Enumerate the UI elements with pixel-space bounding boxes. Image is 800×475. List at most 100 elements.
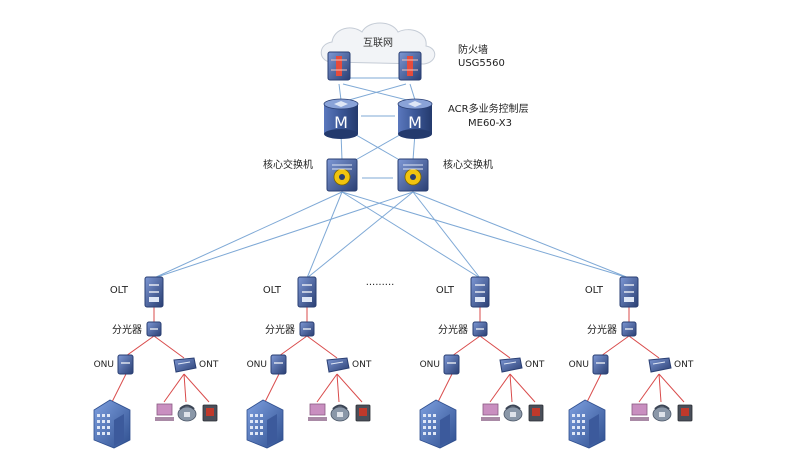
ont-label: ONT	[352, 360, 372, 370]
core-switch-icon	[326, 158, 358, 192]
onu-icon	[270, 354, 287, 375]
onu-label: ONU	[94, 360, 114, 370]
acr-name: ACR多业务控制层	[448, 102, 529, 115]
olt-icon	[144, 276, 164, 308]
uplink-line	[338, 83, 342, 101]
uplink-line	[409, 83, 416, 101]
olt-icon	[470, 276, 490, 308]
ont-icon	[648, 357, 672, 373]
phone-icon	[652, 404, 672, 422]
fiber-link	[183, 373, 187, 403]
fiber-link	[479, 335, 511, 359]
fiber-link	[489, 373, 511, 403]
core-olt-link	[153, 191, 414, 279]
ont-label: ONT	[199, 360, 219, 370]
core-olt-link	[412, 191, 630, 279]
core-olt-link	[341, 191, 630, 279]
phone-icon	[177, 404, 197, 422]
uplink-line	[348, 83, 407, 101]
pc-icon	[481, 403, 500, 421]
splitter-icon	[299, 321, 315, 337]
links-layer	[153, 77, 630, 279]
onu-label: ONU	[247, 360, 267, 370]
terminal-icon	[528, 404, 544, 422]
core-switch-icon	[397, 158, 429, 192]
fiber-link	[111, 373, 127, 403]
ont-icon	[173, 357, 197, 373]
fiber-link	[336, 373, 363, 403]
pc-icon	[155, 403, 174, 421]
splitter-label: 分光器	[438, 323, 468, 336]
router-letter: M	[334, 113, 348, 132]
firewall-name: 防火墙	[458, 43, 488, 56]
pc-icon	[308, 403, 327, 421]
onu-label: ONU	[569, 360, 589, 370]
access-unit: OLT 分光器 ONU ONT	[94, 276, 219, 449]
olt-label: OLT	[110, 285, 129, 296]
ellipsis-text: ·········	[366, 280, 395, 291]
fiber-link	[316, 373, 338, 403]
terminal-icon	[355, 404, 371, 422]
core-switch-label-left: 核心交换机	[263, 158, 313, 171]
fiber-link	[600, 335, 630, 357]
firewall-model: USG5560	[458, 58, 505, 69]
terminal-icon	[677, 404, 693, 422]
fiber-link	[153, 335, 185, 359]
firewall-icon	[327, 51, 351, 81]
fiber-link	[163, 373, 185, 403]
uplink-line	[350, 131, 404, 163]
internet-label: 互联网	[363, 37, 393, 49]
fiber-link	[336, 373, 340, 403]
fiber-link	[586, 373, 602, 403]
fiber-link	[509, 373, 536, 403]
core-olt-link	[341, 191, 481, 279]
router-icon: M	[397, 98, 433, 139]
splitter-label: 分光器	[112, 323, 142, 336]
ont-icon	[499, 357, 523, 373]
uplink-line	[342, 83, 408, 101]
fiber-link	[638, 373, 660, 403]
onu-icon	[443, 354, 460, 375]
core-olt-link	[153, 191, 343, 279]
onu-icon	[117, 354, 134, 375]
fiber-link	[278, 335, 308, 357]
splitter-icon	[621, 321, 637, 337]
phone-icon	[503, 404, 523, 422]
fiber-link	[658, 373, 662, 403]
router-icon: M	[323, 98, 359, 139]
onu-icon	[592, 354, 609, 375]
splitter-icon	[146, 321, 162, 337]
core-olt-link	[306, 191, 414, 279]
fiber-link	[658, 373, 685, 403]
fiber-link	[509, 373, 513, 403]
splitter-label: 分光器	[265, 323, 295, 336]
fiber-link	[183, 373, 210, 403]
building-icon	[246, 399, 284, 449]
access-unit: OLT 分光器 ONU ONT	[246, 276, 372, 449]
splitter-icon	[472, 321, 488, 337]
acr-model: ME60-X3	[468, 118, 512, 129]
fiber-link	[437, 373, 453, 403]
core-switch-label-right: 核心交换机	[443, 158, 493, 171]
splitter-label: 分光器	[587, 323, 617, 336]
fiber-link	[306, 335, 338, 359]
ont-icon	[326, 357, 350, 373]
ont-label: ONT	[674, 360, 694, 370]
building-icon	[419, 399, 457, 449]
ont-label: ONT	[525, 360, 545, 370]
onu-label: ONU	[420, 360, 440, 370]
fiber-link	[451, 335, 481, 357]
olt-label: OLT	[263, 285, 282, 296]
fiber-link	[125, 335, 155, 357]
core-olt-link	[412, 191, 481, 279]
core-olt-link	[306, 191, 343, 279]
olt-icon	[619, 276, 639, 308]
firewall-icon	[398, 51, 422, 81]
fiber-link	[628, 335, 660, 359]
uplink-line	[351, 131, 406, 163]
building-icon	[568, 399, 606, 449]
router-letter: M	[408, 113, 422, 132]
